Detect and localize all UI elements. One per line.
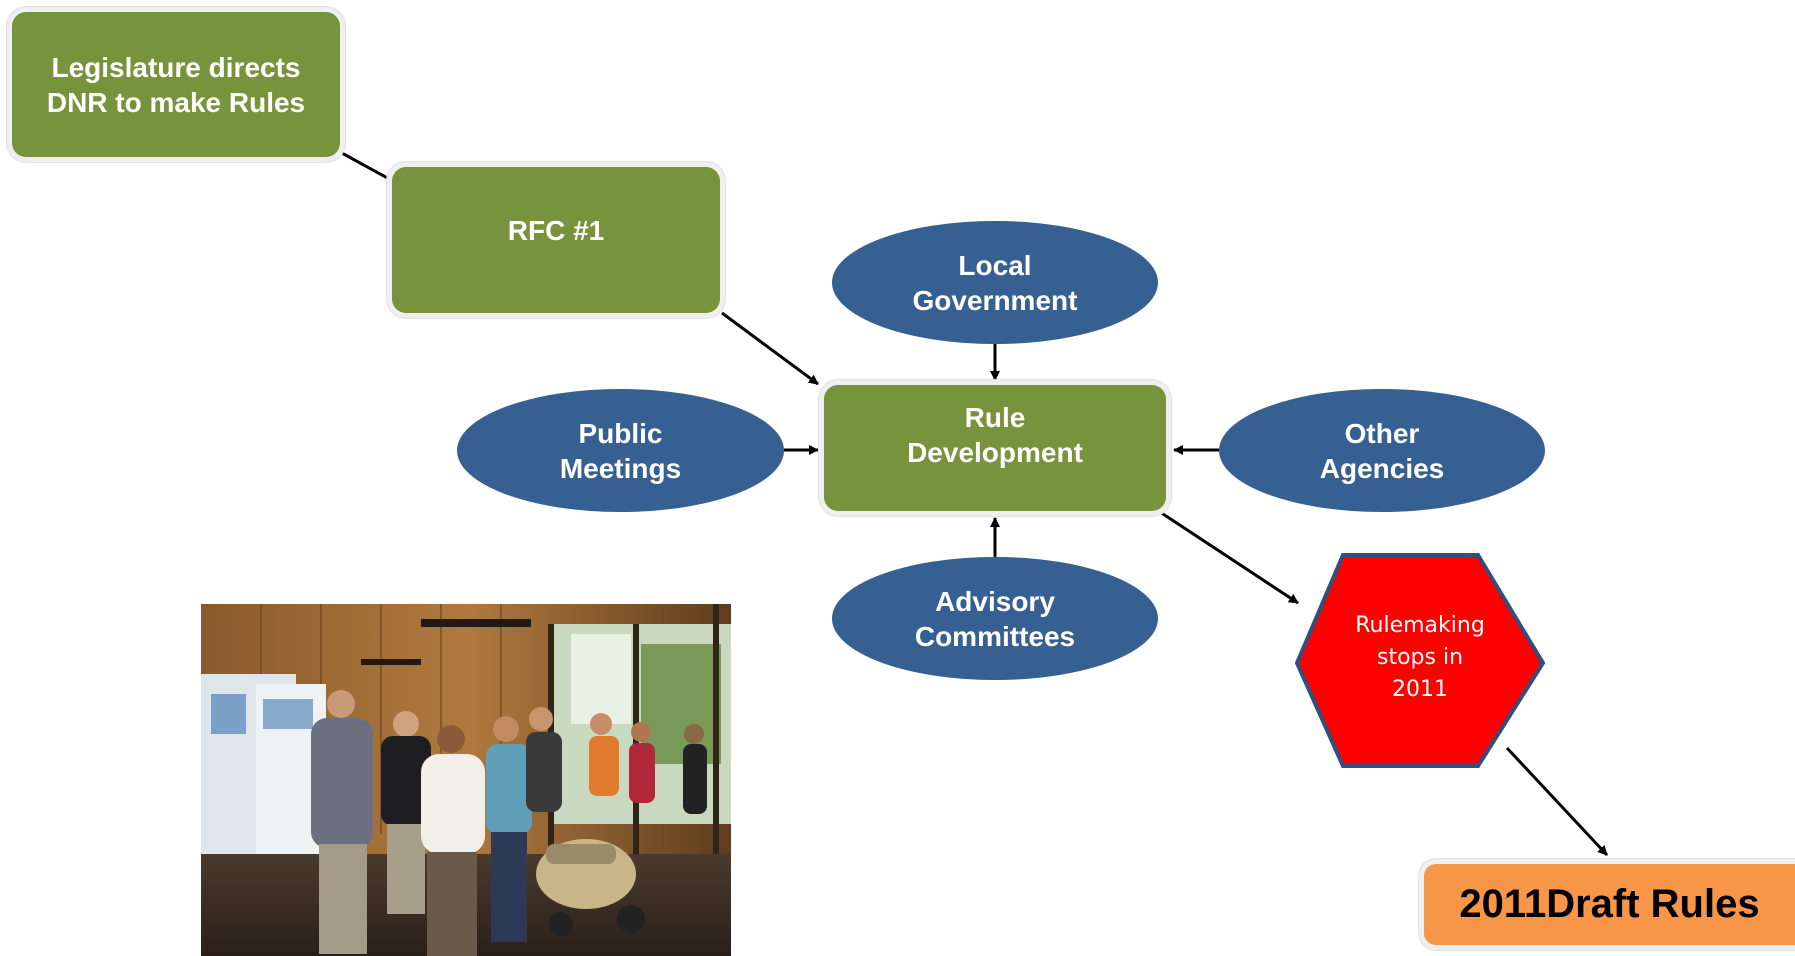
public-meeting-photo [201, 604, 731, 956]
advisory-committees-ellipse: Advisory Committees [832, 557, 1158, 680]
draft-rules-label: 2011Draft Rules [1459, 882, 1760, 926]
rfc-label: RFC #1 [507, 215, 605, 246]
other-agencies-label: Other Agencies [1319, 417, 1445, 484]
public-meetings-ellipse: Public Meetings [457, 389, 784, 512]
rule-development-label: Rule Development [907, 402, 1083, 468]
arrow-rfc-to-rule-development [721, 311, 819, 386]
stop-hexagon [1294, 553, 1546, 768]
public-meetings-label: Public Meetings [559, 417, 682, 484]
photo-illustration [201, 604, 731, 956]
legislature-label: Legislature directs DNR to make Rules [46, 51, 306, 118]
local-government-label: Local Government [912, 249, 1078, 316]
arrow-stop-to-draft-rules [1505, 746, 1609, 857]
arrow-rule-development-to-stop [1159, 510, 1299, 605]
local-government-ellipse: Local Government [832, 221, 1158, 344]
rfc-box: RFC #1 [392, 167, 720, 313]
legislature-box: Legislature directs DNR to make Rules [12, 12, 340, 157]
draft-rules-box: 2011Draft Rules [1424, 864, 1795, 945]
rulemaking-stops-label: Rulemaking stops in 2011 [1355, 613, 1485, 702]
rule-development-box: Rule Development [824, 385, 1166, 511]
other-agencies-ellipse: Other Agencies [1219, 389, 1545, 512]
advisory-committees-label: Advisory Committees [914, 585, 1076, 652]
